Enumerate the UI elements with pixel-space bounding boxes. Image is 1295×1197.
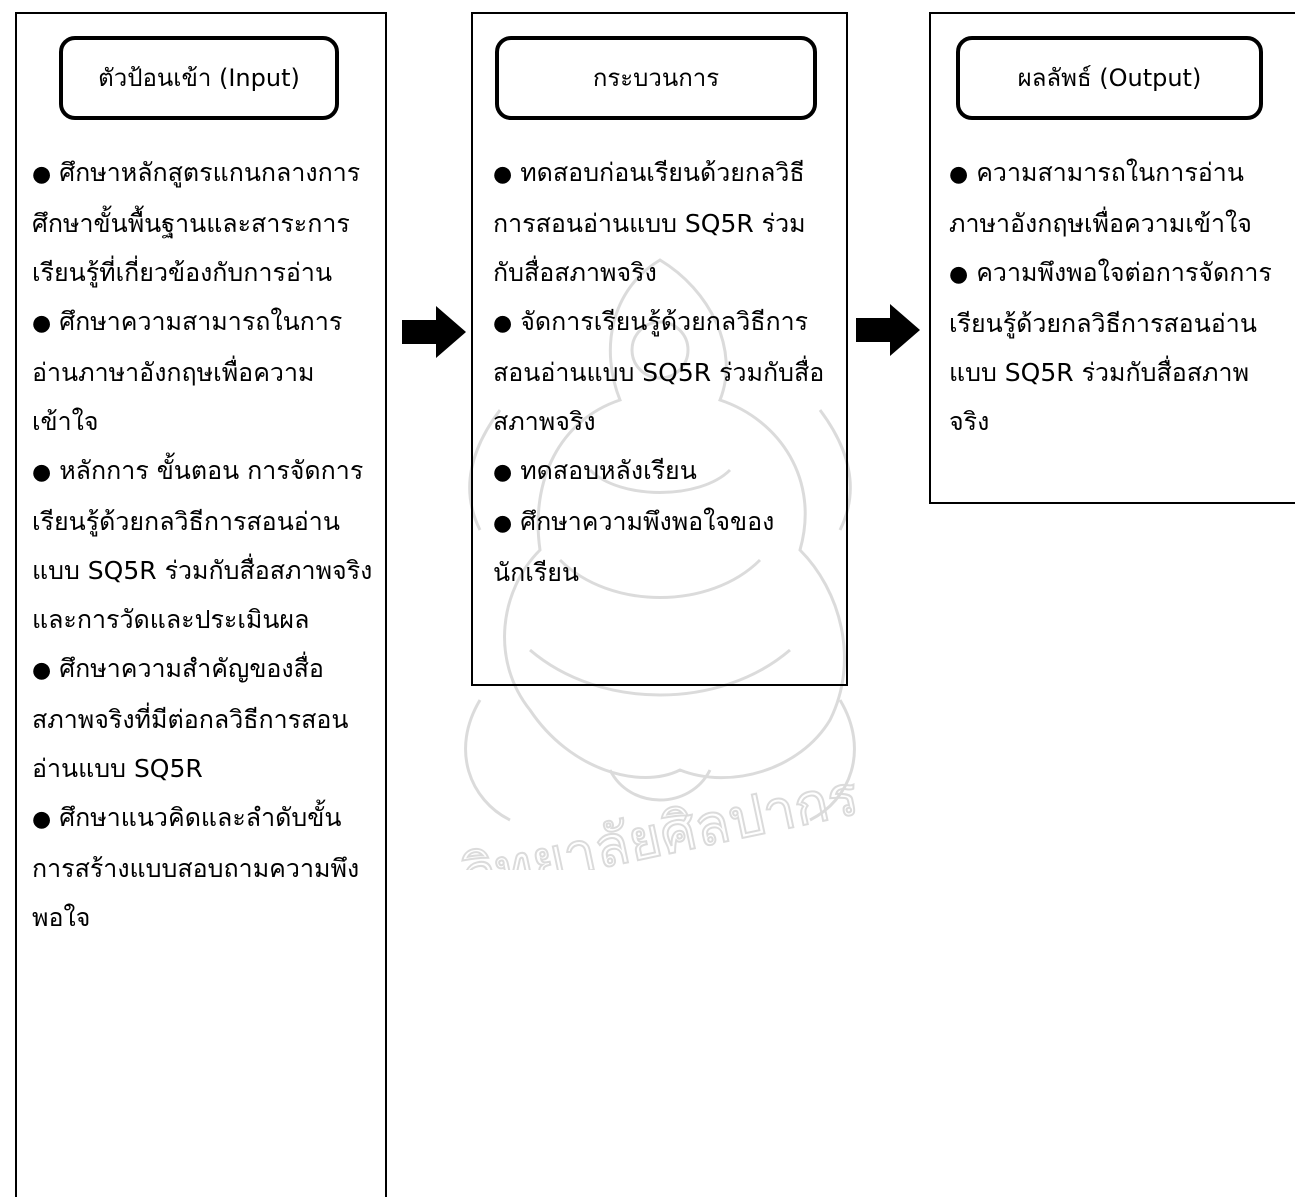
bullet-icon: ● <box>493 162 513 187</box>
process-item: ●ทดสอบหลังเรียน <box>493 456 697 485</box>
process-column: กระบวนการ ●ทดสอบก่อนเรียนด้วยกลวิธีการสอ… <box>471 12 848 686</box>
arrow-right-icon <box>856 304 920 356</box>
output-header-box: ผลลัพธ์ (Output) <box>956 36 1263 120</box>
input-column: ตัวป้อนเข้า (Input) ●ศึกษาหลักสูตรแกนกลา… <box>15 12 387 1197</box>
input-header-box: ตัวป้อนเข้า (Input) <box>59 36 339 120</box>
bullet-icon: ● <box>32 807 52 832</box>
bullet-icon: ● <box>949 162 969 187</box>
output-item: ●ความสามารถในการอ่านภาษาอังกฤษเพื่อความเ… <box>949 158 1252 238</box>
bullet-icon: ● <box>493 511 513 536</box>
process-header-box: กระบวนการ <box>495 36 817 120</box>
bullet-icon: ● <box>949 262 969 287</box>
process-item: ●จัดการเรียนรู้ด้วยกลวิธีการสอนอ่านแบบ S… <box>493 307 825 436</box>
output-column: ผลลัพธ์ (Output) ●ความสามารถในการอ่านภาษ… <box>929 12 1295 504</box>
bullet-icon: ● <box>493 460 513 485</box>
input-item: ●ศึกษาหลักสูตรแกนกลางการศึกษาขั้นพื้นฐาน… <box>32 158 361 287</box>
input-item-list: ●ศึกษาหลักสูตรแกนกลางการศึกษาขั้นพื้นฐาน… <box>17 148 385 942</box>
bullet-icon: ● <box>32 658 52 683</box>
bullet-icon: ● <box>493 311 513 336</box>
bullet-icon: ● <box>32 311 52 336</box>
input-header-title: ตัวป้อนเข้า (Input) <box>98 64 300 92</box>
process-item: ●ทดสอบก่อนเรียนด้วยกลวิธีการสอนอ่านแบบ S… <box>493 158 806 287</box>
process-item-list: ●ทดสอบก่อนเรียนด้วยกลวิธีการสอนอ่านแบบ S… <box>473 148 846 597</box>
watermark-text: วิทยาลัยศิลปากร <box>459 763 864 870</box>
input-item: ●ศึกษาความสำคัญของสื่อสภาพจริงที่มีต่อกล… <box>32 654 349 783</box>
input-item: ●หลักการ ขั้นตอน การจัดการเรียนรู้ด้วยกล… <box>32 456 373 634</box>
output-item: ●ความพึงพอใจต่อการจัดการเรียนรู้ด้วยกลวิ… <box>949 258 1272 436</box>
input-item: ●ศึกษาแนวคิดและลำดับขั้นการสร้างแบบสอบถา… <box>32 803 360 932</box>
output-header-title: ผลลัพธ์ (Output) <box>1017 64 1202 92</box>
arrow-right-icon <box>402 306 466 358</box>
bullet-icon: ● <box>32 162 52 187</box>
university-seal-watermark: วิทยาลัยศิลปากร <box>458 258 865 870</box>
process-header-title: กระบวนการ <box>592 64 720 92</box>
output-item-list: ●ความสามารถในการอ่านภาษาอังกฤษเพื่อความเ… <box>931 148 1295 446</box>
bullet-icon: ● <box>32 460 52 485</box>
input-item: ●ศึกษาความสามารถในการอ่านภาษาอังกฤษเพื่อ… <box>32 307 343 436</box>
process-item: ●ศึกษาความพึงพอใจของนักเรียน <box>493 507 775 587</box>
